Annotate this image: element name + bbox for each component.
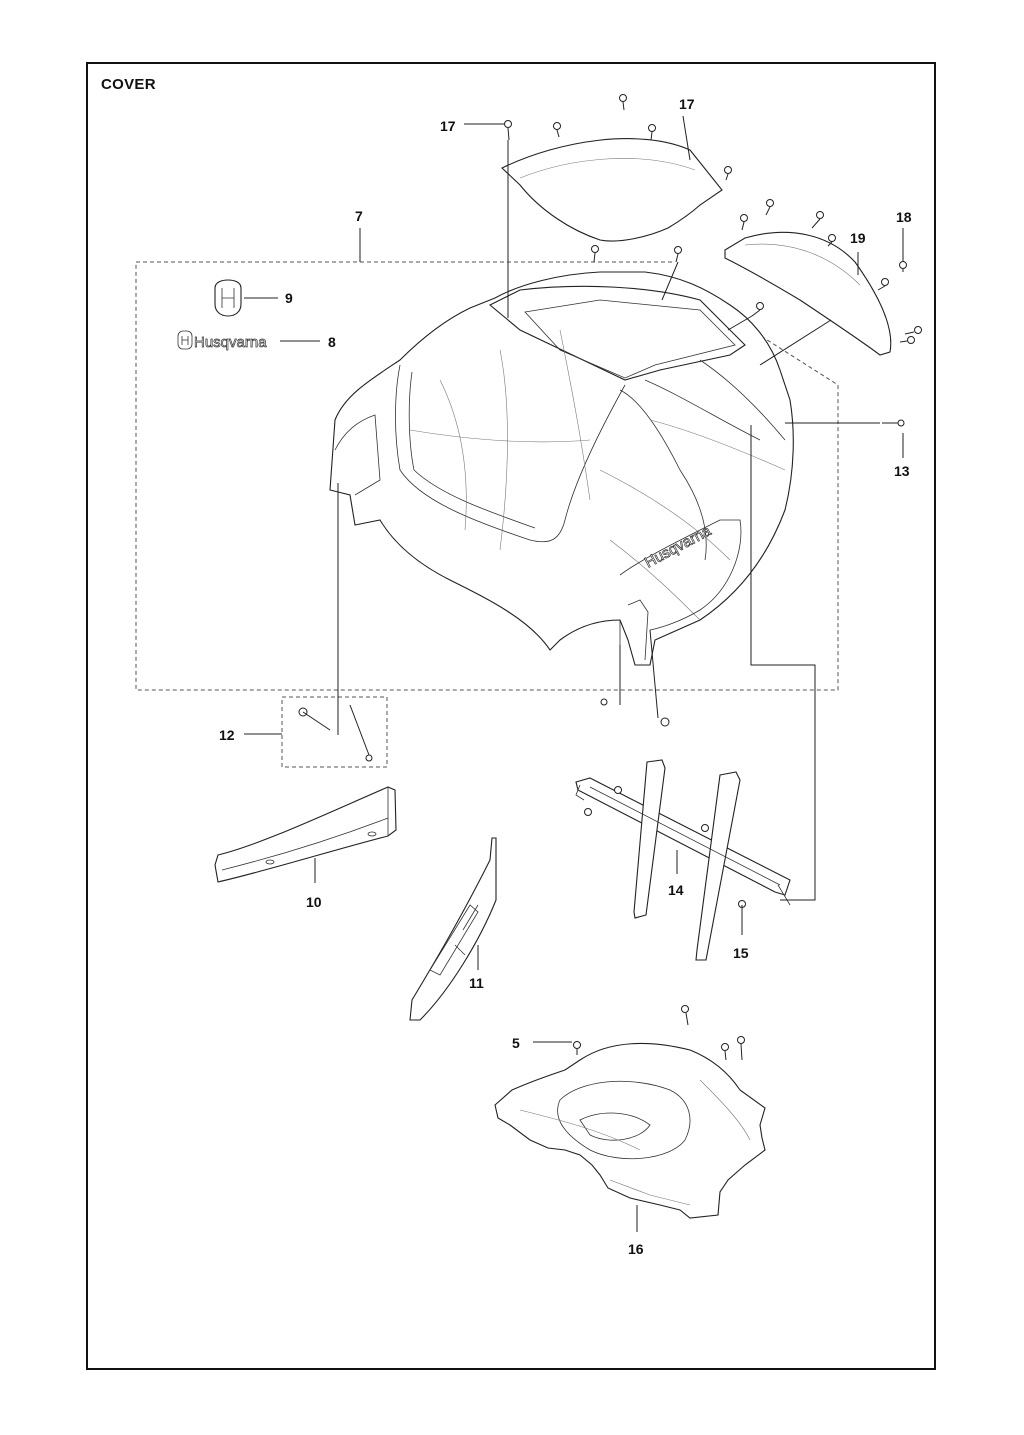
page-title: COVER: [101, 76, 156, 93]
side-panel-part-18: [724, 231, 892, 356]
diagram-frame: [86, 62, 936, 1370]
callout-12: 12: [219, 727, 235, 743]
fastener-group-box: [281, 696, 388, 768]
callout-labels: 17 17 7 18 19 9 8 13 12 10 14 15 11 5 16: [219, 96, 912, 1257]
decal-brand-text: Husqvarna: [194, 334, 267, 351]
main-cover-part-7: Husqvarna: [329, 271, 794, 666]
side-plate-part-11: [409, 837, 497, 1021]
callout-17-right: 18: [896, 209, 912, 225]
lower-cover-part-19: [494, 1042, 766, 1219]
callout-9: 9: [285, 290, 293, 306]
callout-17-top: 17: [440, 118, 456, 134]
frame-part-14: [575, 759, 791, 961]
callout-15: 15: [733, 945, 749, 961]
top-panel-part-16: [501, 138, 723, 242]
cover-assembly-group-box: [135, 261, 839, 691]
leader-lines: [244, 115, 904, 1232]
callout-16: 17: [679, 96, 695, 112]
emblem-part-9: [214, 279, 242, 317]
callout-5: 5: [512, 1035, 520, 1051]
callout-14: 14: [668, 882, 684, 898]
callout-10: 10: [306, 894, 322, 910]
fastener-bolts: [298, 94, 922, 1061]
bracket-part-10: [214, 786, 397, 883]
callout-8: 8: [328, 334, 336, 350]
brand-decal-part-8: Husqvarna: [177, 330, 268, 351]
callout-18: 19: [850, 230, 866, 246]
callout-13: 13: [894, 463, 910, 479]
callout-19: 16: [628, 1241, 644, 1257]
callout-11: 11: [469, 975, 484, 991]
callout-7: 7: [355, 208, 363, 224]
